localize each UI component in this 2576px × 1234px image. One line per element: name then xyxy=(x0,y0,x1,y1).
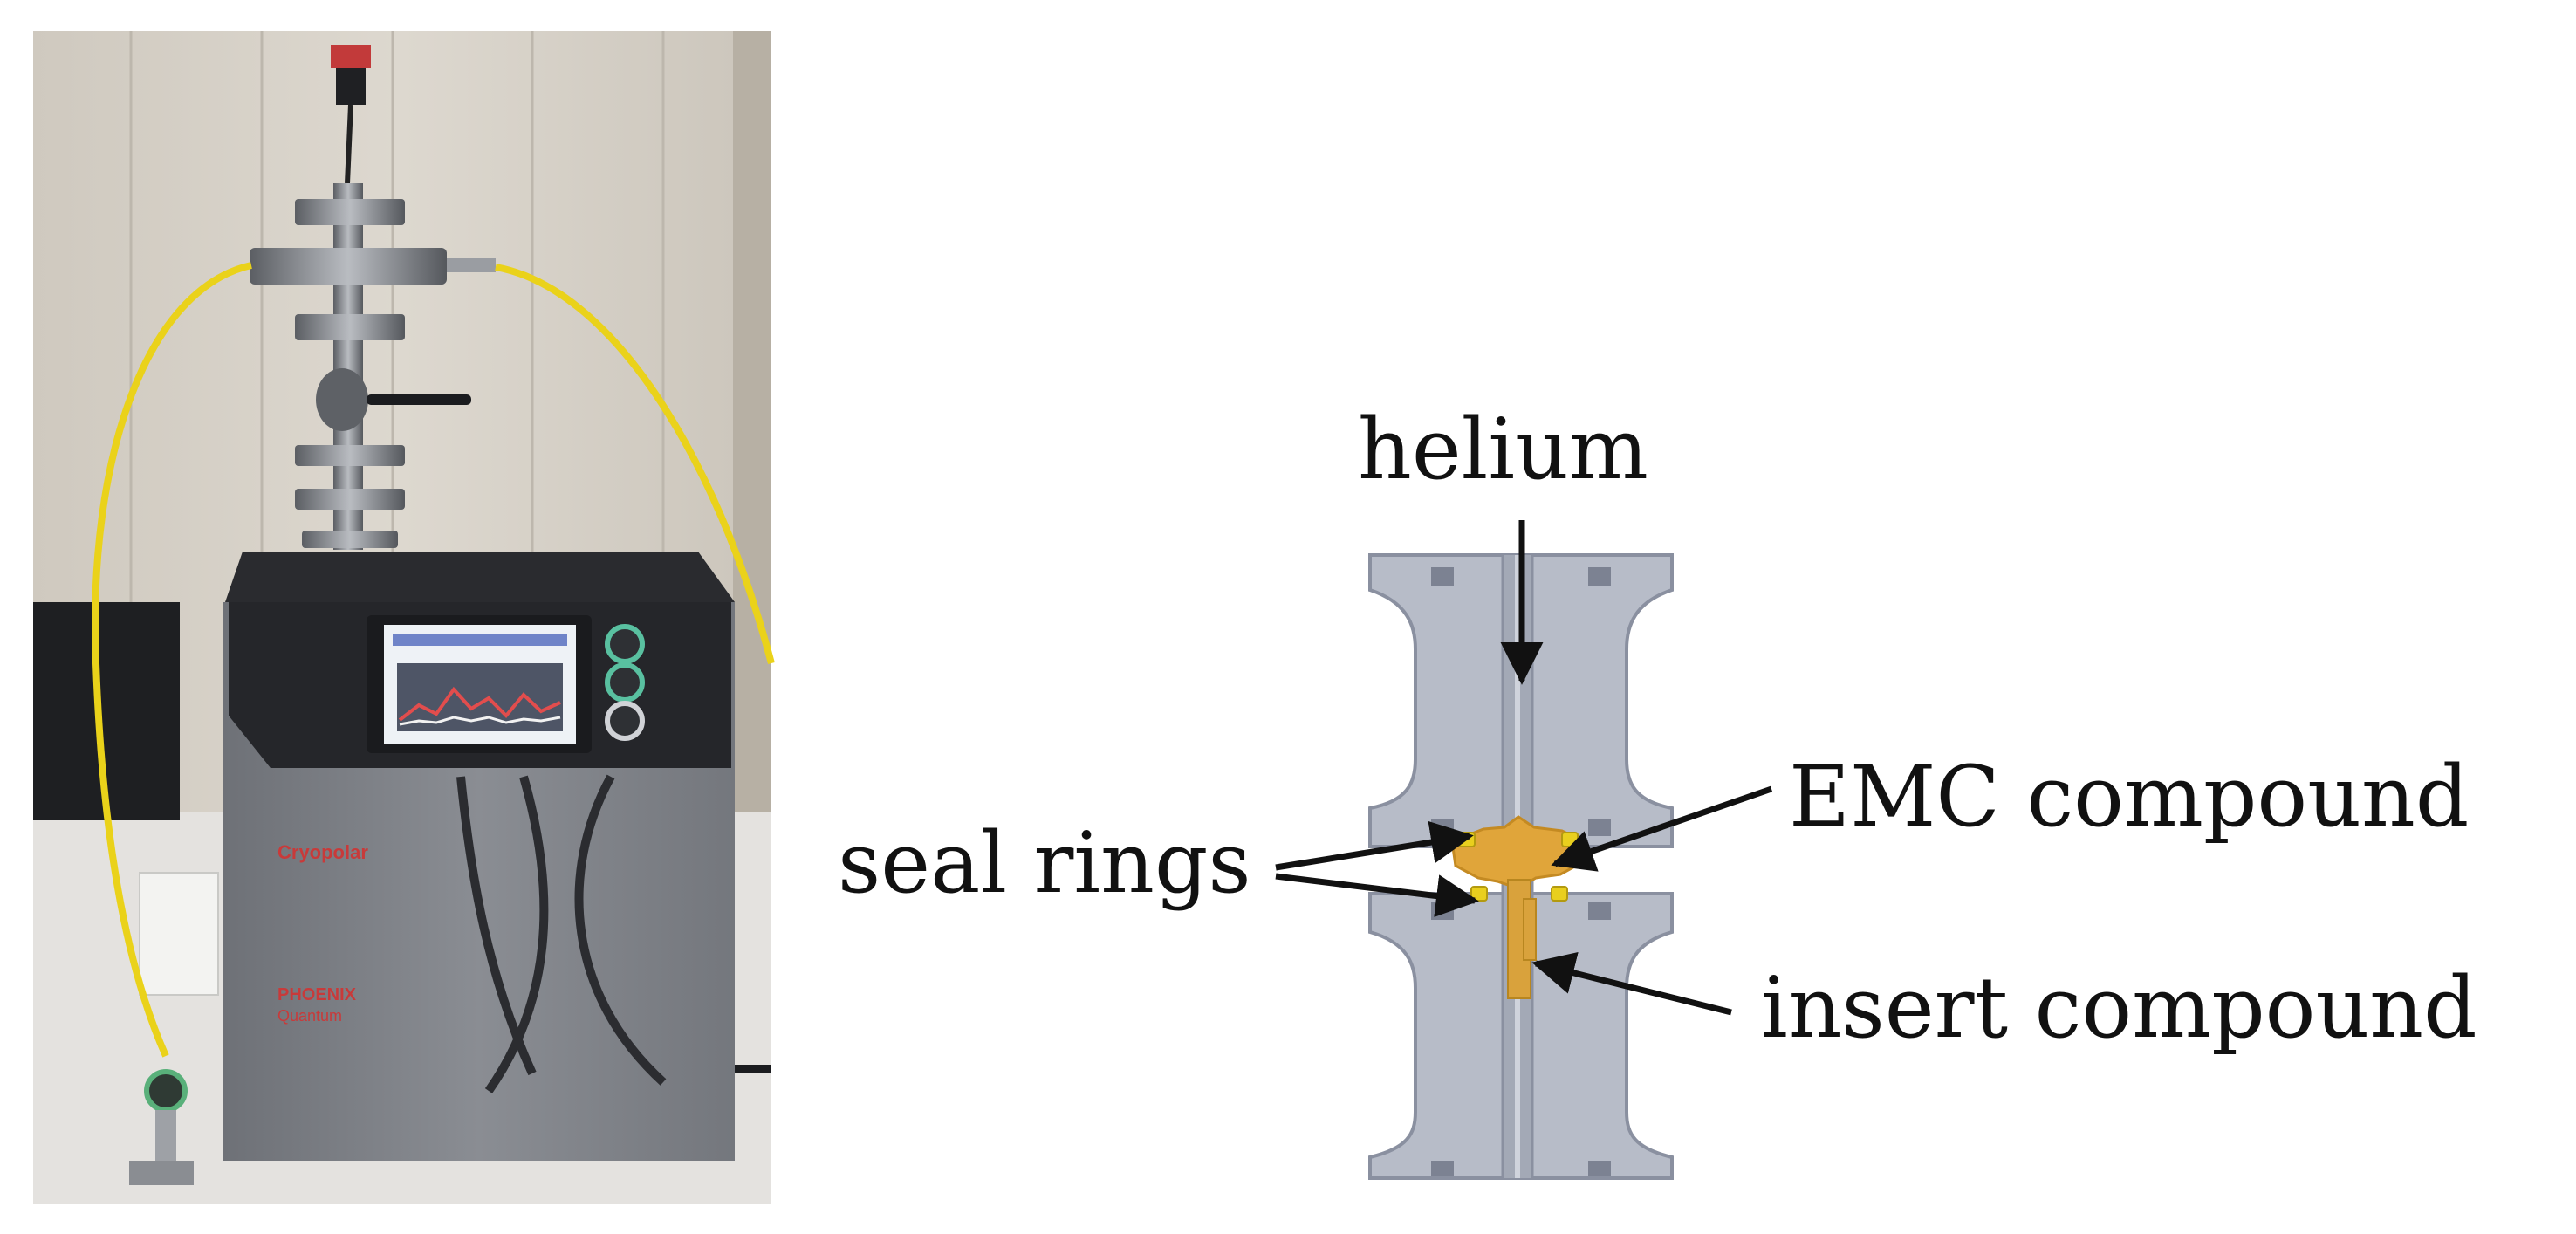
device-brand: Cryopolar xyxy=(277,841,368,863)
label-emc-compound: EMC compound xyxy=(1789,748,2469,846)
yellow-cable xyxy=(92,262,252,1058)
power-cable xyxy=(735,1065,771,1073)
panel-button-3 xyxy=(605,701,645,741)
flange-stack xyxy=(250,45,496,550)
label-seal-rings: seal rings xyxy=(838,814,1251,912)
insert-arrow xyxy=(1531,951,1732,1016)
label-insert-compound: insert compound xyxy=(1761,959,2477,1057)
photo: Cryopolar PHOENIX Quantum xyxy=(33,31,775,1204)
seal-arrow-upper xyxy=(1275,820,1474,871)
device-model-line1: PHOENIX xyxy=(277,985,357,1004)
device-swoosh xyxy=(456,774,667,1093)
label-helium: helium xyxy=(1358,401,1648,498)
bottom-valve xyxy=(129,1069,194,1185)
wall-panels xyxy=(129,31,665,602)
panel-button-2 xyxy=(605,662,645,703)
device-top xyxy=(225,552,735,602)
wall-pillar xyxy=(733,31,771,904)
panel-button-1 xyxy=(605,624,645,664)
device-model-line2: Quantum xyxy=(277,1007,342,1025)
yellow-cable-right xyxy=(495,264,775,665)
leader-arrows xyxy=(1275,520,1773,1016)
emc-arrow xyxy=(1551,785,1773,872)
paper-sheet xyxy=(139,872,219,996)
flange-schematic: helium EMC compound seal rings insert co… xyxy=(838,401,2477,1180)
seal-arrow-lower xyxy=(1275,873,1479,917)
screen-chart xyxy=(393,634,567,731)
